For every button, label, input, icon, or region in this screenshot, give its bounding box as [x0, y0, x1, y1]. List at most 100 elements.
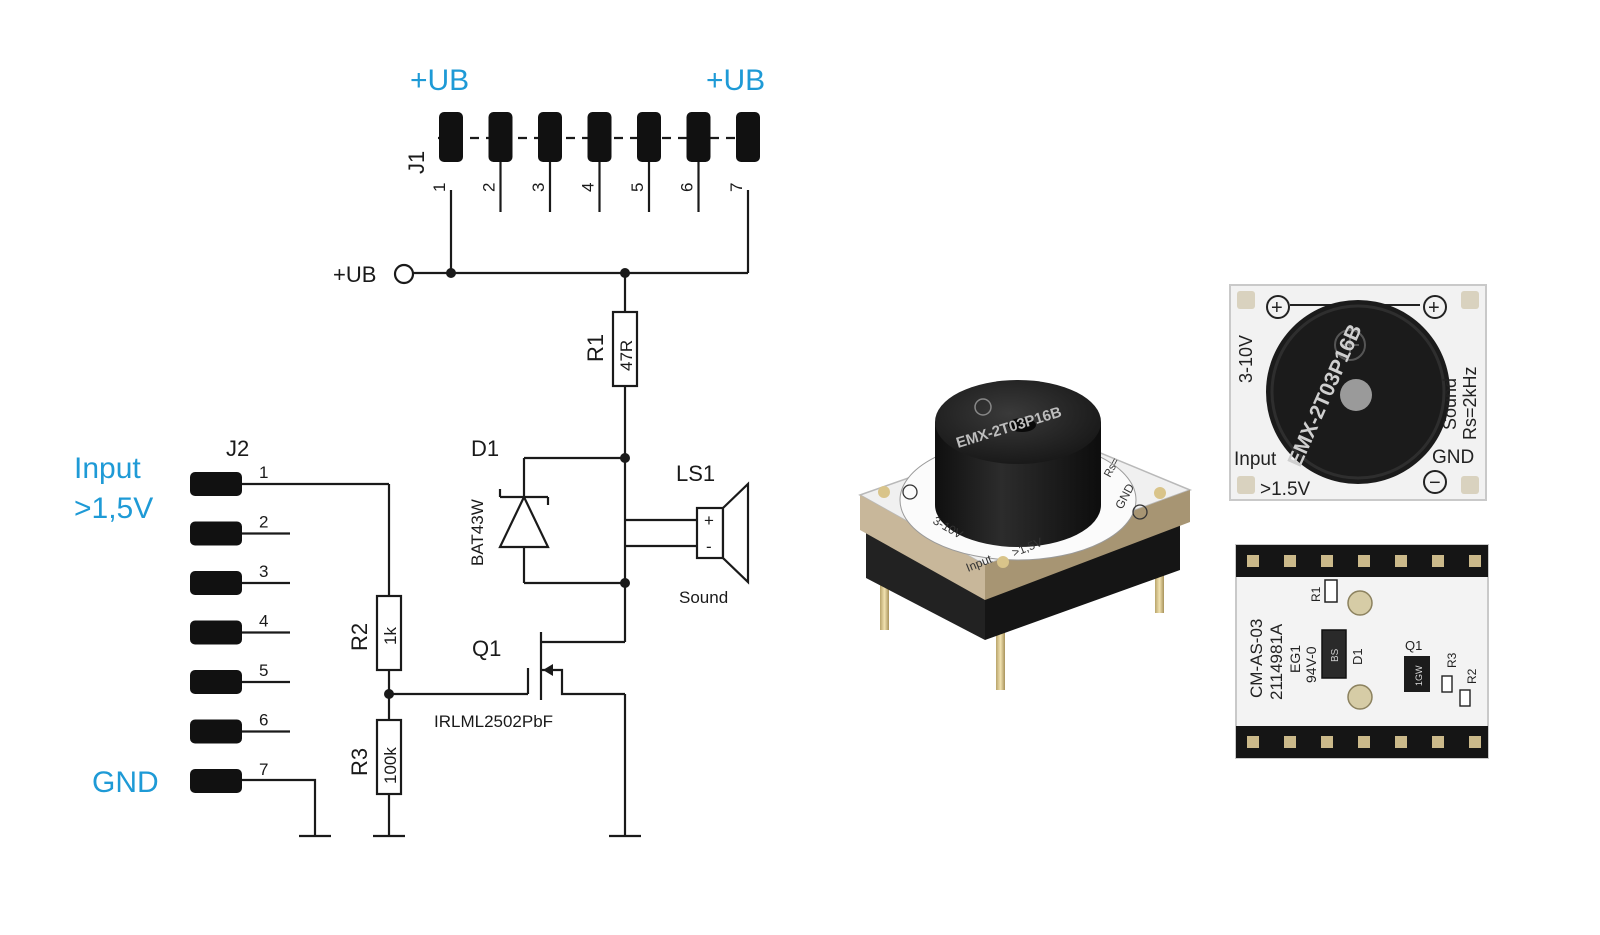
ls1-plus: + — [704, 511, 714, 530]
pad-icon — [1284, 736, 1296, 748]
j1-pin-number: 1 — [430, 183, 449, 192]
pad-icon — [1461, 476, 1479, 494]
d1-triangle — [498, 494, 550, 549]
j2-pin-head — [190, 472, 242, 496]
plus-icon — [1266, 295, 1290, 319]
ub-terminal — [393, 263, 415, 285]
pad-icon — [1469, 555, 1481, 567]
pad-icon — [1432, 555, 1444, 567]
bottom-cert: EG1 — [1287, 645, 1303, 673]
top-minus: − — [1429, 472, 1441, 494]
q1-mosfet: Q1 IRLML2502PbF — [389, 583, 641, 838]
bottom-q1-mark: 1GW — [1414, 665, 1424, 686]
j1-pin-head — [488, 112, 513, 162]
bottom-rating: 94V-0 — [1303, 646, 1319, 683]
buzzer-hole — [1008, 418, 1036, 432]
r3-value: 100k — [381, 747, 400, 784]
pad-icon — [1247, 736, 1259, 748]
pad-icon — [1284, 555, 1296, 567]
pad-icon — [997, 556, 1009, 568]
bottom-d1: D1 — [1350, 648, 1365, 665]
photo-angled-module: EMX-2T03P16B 3-10V Input >1,5V GND Rs= — [858, 380, 1193, 690]
top-gnd: GND — [1432, 447, 1474, 468]
pad-icon — [878, 486, 890, 498]
pad-icon — [1395, 736, 1407, 748]
j2-pin-head — [190, 521, 242, 546]
j2-pin-number: 1 — [259, 463, 268, 482]
j1-pin-head — [686, 112, 711, 162]
pad-icon — [1237, 291, 1255, 309]
bottom-q1: Q1 — [1405, 638, 1422, 653]
j2-pin-head — [190, 769, 242, 793]
bottom-r1: R1 — [1309, 586, 1323, 602]
top-input: Input — [1234, 449, 1277, 470]
d1-smd — [1321, 629, 1347, 679]
j2-pin-head — [190, 620, 242, 645]
j1-pin-head — [538, 112, 562, 162]
j1-pin-number: 3 — [529, 183, 548, 192]
photo-top-view: + + − EMX-2T03P16B EMX-2T03P16B 3-10V So… — [1229, 284, 1487, 501]
ls1-name: LS1 — [676, 461, 715, 486]
j1-ub-right-label: +UB — [706, 64, 765, 97]
j2-name: J2 — [226, 436, 249, 461]
q1-arrow — [543, 664, 553, 676]
r1-smd — [1324, 579, 1338, 603]
pin-header — [866, 530, 985, 640]
top-plus-right: + — [1428, 297, 1440, 319]
module-pin — [996, 585, 1005, 690]
r2-name: R2 — [347, 623, 372, 651]
bottom-r2: R2 — [1465, 668, 1479, 684]
pad-icon — [1432, 736, 1444, 748]
r1-resistor: 47R R1 — [583, 273, 639, 458]
r3-body — [375, 718, 403, 796]
pad-icon — [1321, 555, 1333, 567]
bottom-board-id: CM-AS-03 — [1247, 619, 1266, 698]
j2-pin7-gnd-wire — [242, 778, 317, 836]
pcb-edge — [860, 495, 985, 600]
buzzer-rim — [1270, 304, 1446, 480]
top-voltage: 3-10V — [1236, 335, 1256, 383]
r1-name: R1 — [583, 334, 608, 362]
r3-smd — [1441, 675, 1453, 693]
j2-pin-head — [190, 571, 242, 595]
j2-pin-number: 6 — [259, 711, 268, 730]
bottom-d1-mark: BS — [1330, 648, 1341, 662]
d1-part: BAT43W — [468, 499, 487, 566]
j1-ub-left-label: +UB — [410, 64, 469, 97]
header-pads — [1247, 555, 1481, 748]
r1-value: 47R — [617, 340, 636, 371]
minus-icon — [1132, 504, 1148, 520]
ls1-cone — [721, 481, 750, 585]
j1-pin-number: 7 — [727, 183, 746, 192]
ls1-minus: - — [706, 537, 712, 556]
junction-dot — [384, 689, 394, 699]
r3-name: R3 — [347, 748, 372, 776]
j1-pin-head — [637, 112, 661, 162]
j2-pin-number: 4 — [259, 612, 268, 631]
pad-icon — [1358, 736, 1370, 748]
plus-icon — [1423, 295, 1447, 319]
q1-part: IRLML2502PbF — [434, 712, 553, 731]
j1-pin-number: 5 — [628, 183, 647, 192]
pcb-bottom-view — [1235, 544, 1489, 759]
pad-icon — [1461, 291, 1479, 309]
ls1-speaker: LS1 + - Sound — [623, 458, 750, 607]
pad-icon — [1358, 555, 1370, 567]
j1-name: J1 — [404, 151, 429, 174]
ls1-sound-label: Sound — [679, 588, 728, 607]
j1-pin-head — [587, 112, 612, 162]
top-sound: Sound — [1440, 378, 1460, 430]
plus-icon — [974, 398, 992, 416]
pad-icon — [1469, 736, 1481, 748]
ls1-leads — [625, 518, 697, 548]
minus-icon — [1423, 470, 1447, 494]
photo-bottom-view: R1 BS D1 1GW Q1 R3 R2 CM-AS-03 2114981A … — [1235, 544, 1489, 759]
j2-gnd-label: GND — [92, 766, 159, 799]
j2-input-label: Input — [74, 452, 141, 485]
d1-name: D1 — [471, 436, 499, 461]
r2-value: 1k — [381, 627, 400, 645]
